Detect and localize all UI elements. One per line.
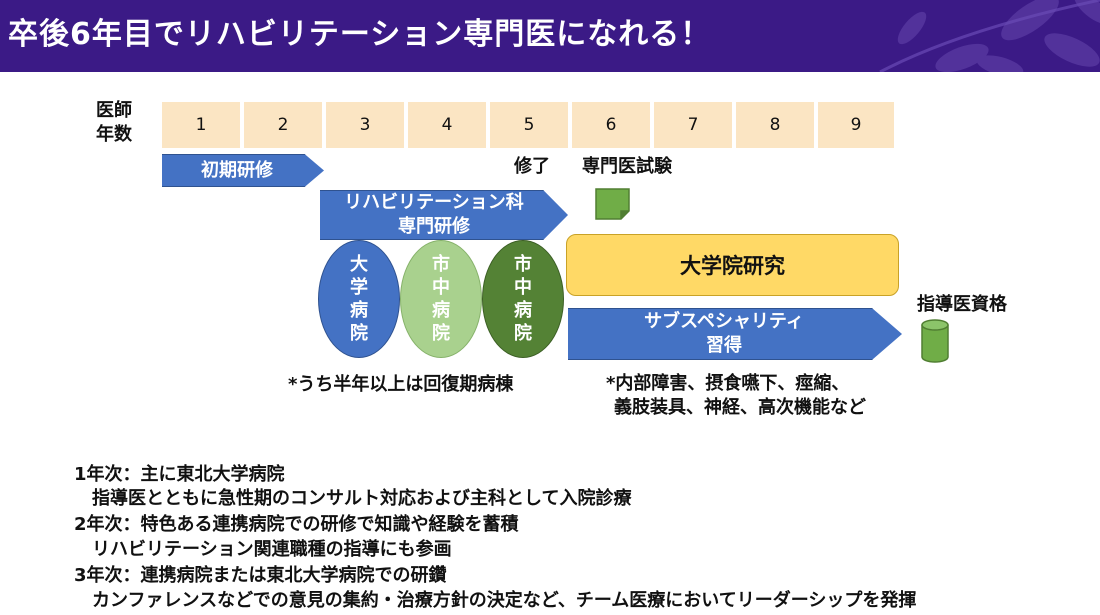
- initial-training-label: 初期研修: [201, 159, 273, 181]
- completion-label: 修了: [514, 156, 550, 177]
- year-cell: 7: [654, 102, 732, 148]
- graduate-research-box: 大学院研究: [566, 234, 899, 296]
- city-hospital-oval: 市中 病院: [482, 240, 564, 358]
- year-row-label: 医師 年数: [96, 100, 132, 145]
- year-cell: 4: [408, 102, 486, 148]
- leaf-pattern-decoration: [879, 0, 1100, 72]
- description-line: 指導医とともに急性期のコンサルト対応および主科として入院診療: [74, 488, 632, 509]
- year-cell: 9: [818, 102, 894, 148]
- instructor-qualification-label: 指導医資格: [917, 294, 1007, 315]
- year-cell: 2: [244, 102, 322, 148]
- year-cell: 1: [162, 102, 240, 148]
- subspecialty-note: *内部障害、摂食嚥下、痙縮、 義肢装具、神経、高次機能など: [606, 373, 866, 418]
- board-exam-marker-icon: [595, 188, 630, 220]
- page-title: 卒後6年目でリハビリテーション専門医になれる！: [8, 17, 712, 52]
- year-cell: 6: [572, 102, 650, 148]
- year-cell: 8: [736, 102, 814, 148]
- university-hospital-oval: 大学 病院: [318, 240, 400, 358]
- description-line: 3年次：連携病院または東北大学病院での研鑽: [74, 565, 447, 586]
- hospital-note: *うち半年以上は回復期病棟: [288, 374, 514, 395]
- rehab-specialty-training-arrow: リハビリテーション科 専門研修: [320, 190, 568, 240]
- description-line: カンファレンスなどでの意見の集約・治療方針の決定など、チーム医療においてリーダー…: [74, 590, 917, 611]
- initial-training-arrow: 初期研修: [162, 154, 324, 187]
- board-exam-label: 専門医試験: [582, 156, 672, 177]
- year-cell: 3: [326, 102, 404, 148]
- year-cell: 5: [490, 102, 568, 148]
- instructor-qualification-icon: [921, 319, 949, 363]
- header-bar: 卒後6年目でリハビリテーション専門医になれる！: [0, 0, 1100, 72]
- description-line: リハビリテーション関連職種の指導にも参画: [74, 539, 452, 560]
- subspecialty-arrow: サブスペシャリティ 習得: [568, 308, 902, 360]
- description-line: 2年次：特色ある連携病院での研修で知識や経験を蓄積: [74, 514, 519, 535]
- city-hospital-oval: 市中 病院: [400, 240, 482, 358]
- description-line: 1年次：主に東北大学病院: [74, 464, 285, 485]
